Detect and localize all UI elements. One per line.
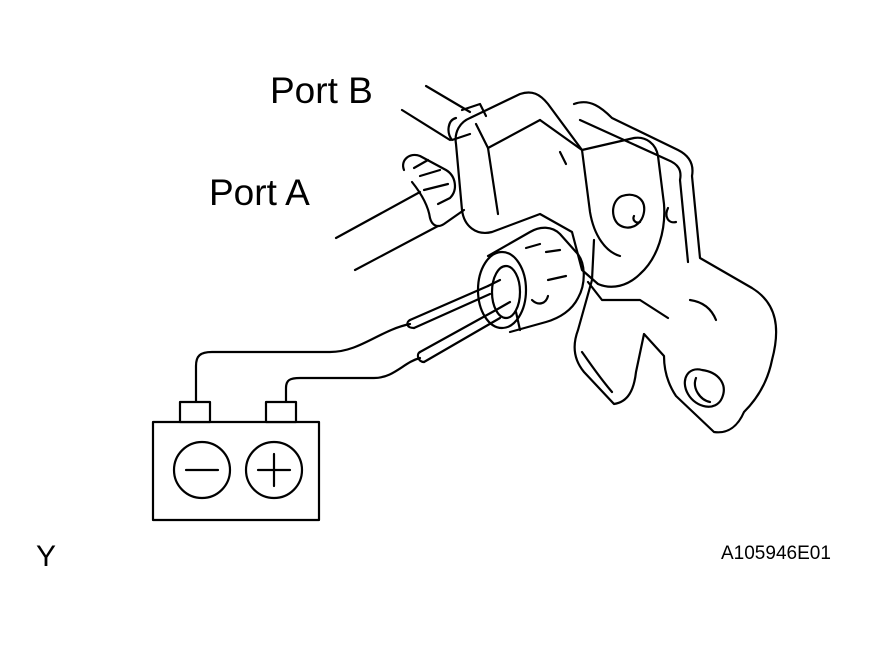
- port-a-label: Port A: [209, 172, 310, 213]
- positive-terminal-icon: [244, 440, 304, 500]
- port-a-hose-clamp: [402, 153, 466, 228]
- battery: [151, 400, 321, 522]
- port-a-hose: [334, 190, 440, 272]
- figure-code-label: A105946E01: [721, 543, 831, 564]
- mounting-bracket: [572, 101, 778, 434]
- test-probes: [406, 278, 512, 364]
- port-b-label: Port B: [270, 70, 373, 111]
- vsv-body: [454, 91, 666, 288]
- corner-letter-label: Y: [36, 540, 57, 573]
- battery-wires: [194, 322, 422, 404]
- electrical-connector: [476, 226, 585, 334]
- port-b-nipple: [447, 102, 488, 142]
- port-b-leader-lines: [400, 84, 472, 142]
- negative-terminal-icon: [172, 440, 232, 500]
